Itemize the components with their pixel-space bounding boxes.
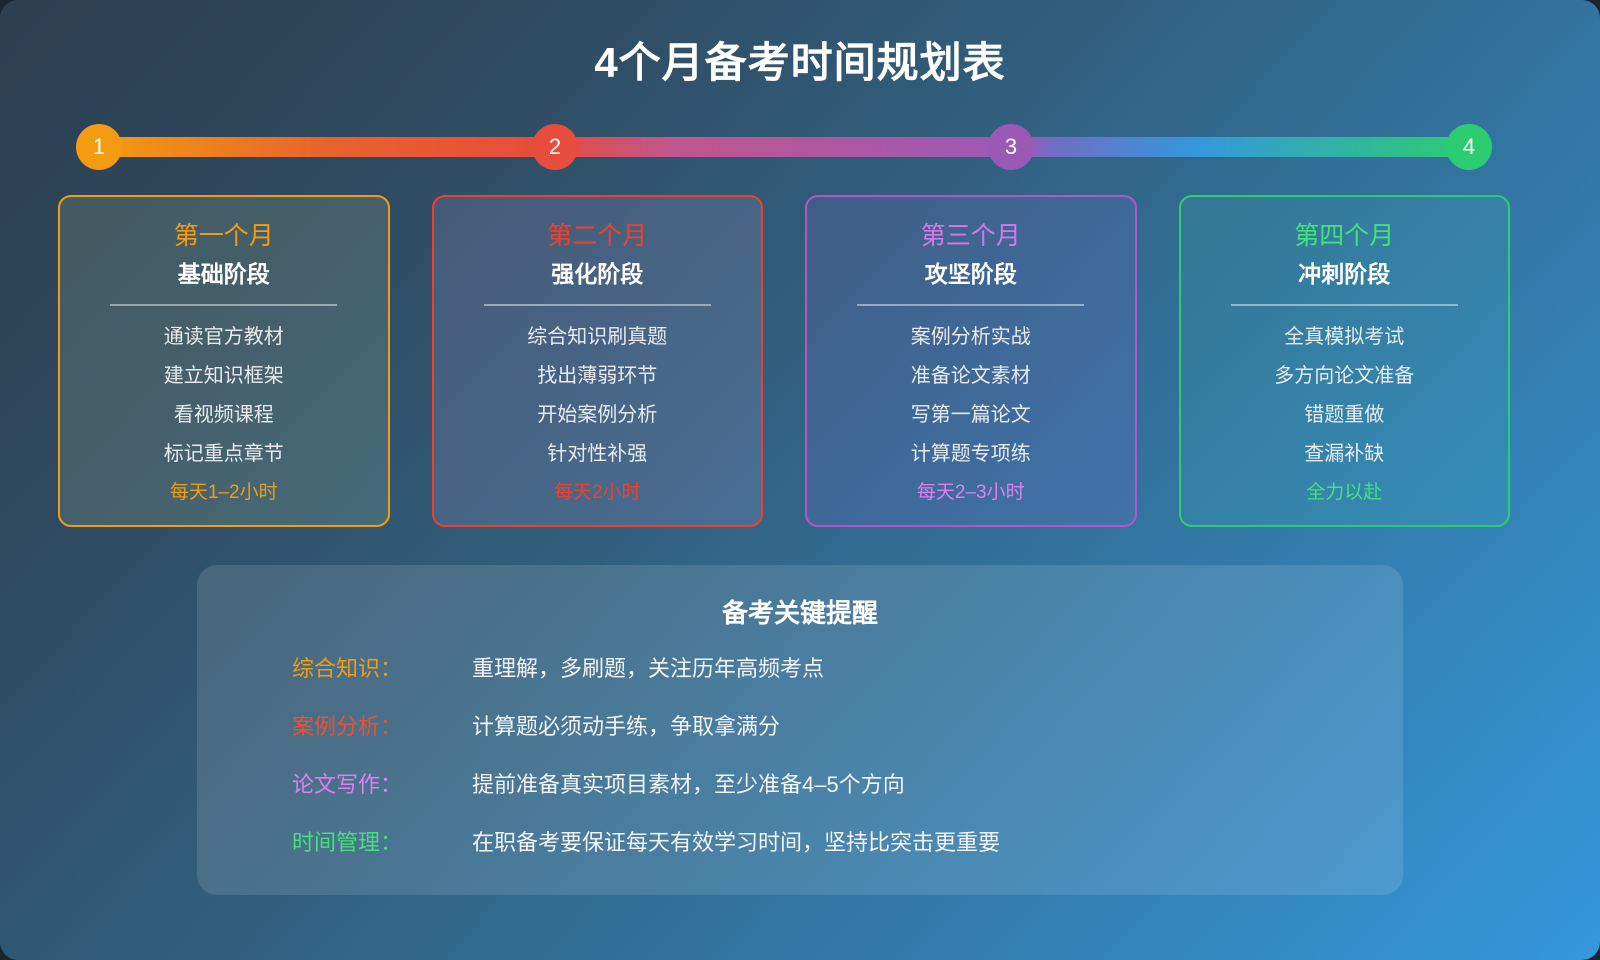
reminder-row: 综合知识： 重理解，多刷题，关注历年高频考点 [197, 653, 1403, 711]
reminder-text: 重理解，多刷题，关注历年高频考点 [472, 656, 825, 681]
month-card-phase: 基础阶段 [177, 261, 270, 287]
reminder-row: 时间管理： 在职备考要保证每天有效学习时间，坚持比突击更重要 [197, 827, 1403, 885]
key-reminders-title: 备考关键提醒 [721, 598, 878, 628]
task-item: 全真模拟考试 [1284, 326, 1405, 348]
reminder-label: 论文写作： [292, 772, 403, 797]
task-item: 写第一篇论文 [910, 404, 1031, 426]
timeline-progress-bar [96, 137, 1472, 157]
timeline-dot-4[interactable]: 4 [1446, 124, 1492, 170]
reminder-text: 计算题必须动手练，争取拿满分 [472, 714, 781, 739]
task-item: 多方向论文准备 [1274, 365, 1415, 387]
reminder-label: 时间管理： [292, 830, 403, 855]
reminder-label: 案例分析： [292, 714, 403, 739]
month-card-1[interactable]: 第一个月 基础阶段 通读官方教材 建立知识框架 看视频课程 标记重点章节 每天1… [58, 195, 390, 527]
reminder-row: 论文写作： 提前准备真实项目素材，至少准备4–5个方向 [197, 769, 1403, 827]
page-title: 4个月备考时间规划表 [594, 39, 1006, 86]
task-list: 案例分析实战 准备论文素材 写第一篇论文 计算题专项练 [825, 318, 1117, 474]
task-item: 错题重做 [1304, 404, 1385, 426]
divider [110, 304, 338, 306]
task-item: 开始案例分析 [537, 404, 658, 426]
divider [1230, 304, 1458, 306]
month-card-phase: 攻坚阶段 [924, 261, 1017, 287]
month-card-2[interactable]: 第二个月 强化阶段 综合知识刷真题 找出薄弱环节 开始案例分析 针对性补强 每天… [431, 195, 763, 527]
divider [483, 304, 711, 306]
month-card-list: 第一个月 基础阶段 通读官方教材 建立知识框架 看视频课程 标记重点章节 每天1… [58, 195, 1510, 527]
month-card-4[interactable]: 第四个月 冲刺阶段 全真模拟考试 多方向论文准备 错题重做 查漏补缺 全力以赴 [1178, 195, 1510, 527]
task-item: 查漏补缺 [1304, 443, 1385, 465]
reminder-label: 综合知识： [292, 656, 403, 681]
task-item: 通读官方教材 [163, 326, 284, 348]
task-list: 通读官方教材 建立知识框架 看视频课程 标记重点章节 [78, 318, 370, 474]
task-item: 综合知识刷真题 [527, 326, 668, 348]
month-card-title: 第三个月 [920, 222, 1021, 250]
task-item: 建立知识框架 [163, 365, 284, 387]
task-item: 看视频课程 [173, 404, 274, 426]
daily-hours-label: 每天2小时 [553, 482, 641, 503]
reminder-text: 提前准备真实项目素材，至少准备4–5个方向 [472, 772, 905, 797]
key-reminders-rows: 综合知识： 重理解，多刷题，关注历年高频考点 案例分析： 计算题必须动手练，争取… [197, 653, 1403, 885]
task-item: 针对性补强 [547, 443, 648, 465]
task-item: 找出薄弱环节 [537, 365, 658, 387]
task-item: 准备论文素材 [910, 365, 1031, 387]
timeline-dot-3[interactable]: 3 [988, 124, 1034, 170]
task-list: 全真模拟考试 多方向论文准备 错题重做 查漏补缺 [1199, 318, 1491, 474]
reminder-row: 案例分析： 计算题必须动手练，争取拿满分 [197, 711, 1403, 769]
month-card-title: 第四个月 [1294, 222, 1395, 250]
reminder-text: 在职备考要保证每天有效学习时间，坚持比突击更重要 [472, 830, 1001, 855]
month-card-title: 第一个月 [173, 222, 274, 250]
task-item: 计算题专项练 [910, 443, 1031, 465]
divider [857, 304, 1085, 306]
month-card-phase: 冲刺阶段 [1298, 261, 1391, 287]
daily-hours-label: 每天1–2小时 [169, 482, 278, 503]
task-item: 案例分析实战 [910, 326, 1031, 348]
daily-hours-label: 每天2–3小时 [916, 482, 1025, 503]
task-item: 标记重点章节 [163, 443, 284, 465]
month-card-title: 第二个月 [547, 222, 648, 250]
month-card-phase: 强化阶段 [551, 261, 644, 287]
key-reminders-panel: 备考关键提醒 综合知识： 重理解，多刷题，关注历年高频考点 案例分析： 计算题必… [197, 565, 1403, 895]
month-card-3[interactable]: 第三个月 攻坚阶段 案例分析实战 准备论文素材 写第一篇论文 计算题专项练 每天… [805, 195, 1137, 527]
timeline: 1 2 3 4 [76, 124, 1492, 170]
timeline-dot-2[interactable]: 2 [532, 124, 578, 170]
timeline-dot-1[interactable]: 1 [76, 124, 122, 170]
daily-hours-label: 全力以赴 [1306, 482, 1383, 503]
task-list: 综合知识刷真题 找出薄弱环节 开始案例分析 针对性补强 [452, 318, 744, 474]
